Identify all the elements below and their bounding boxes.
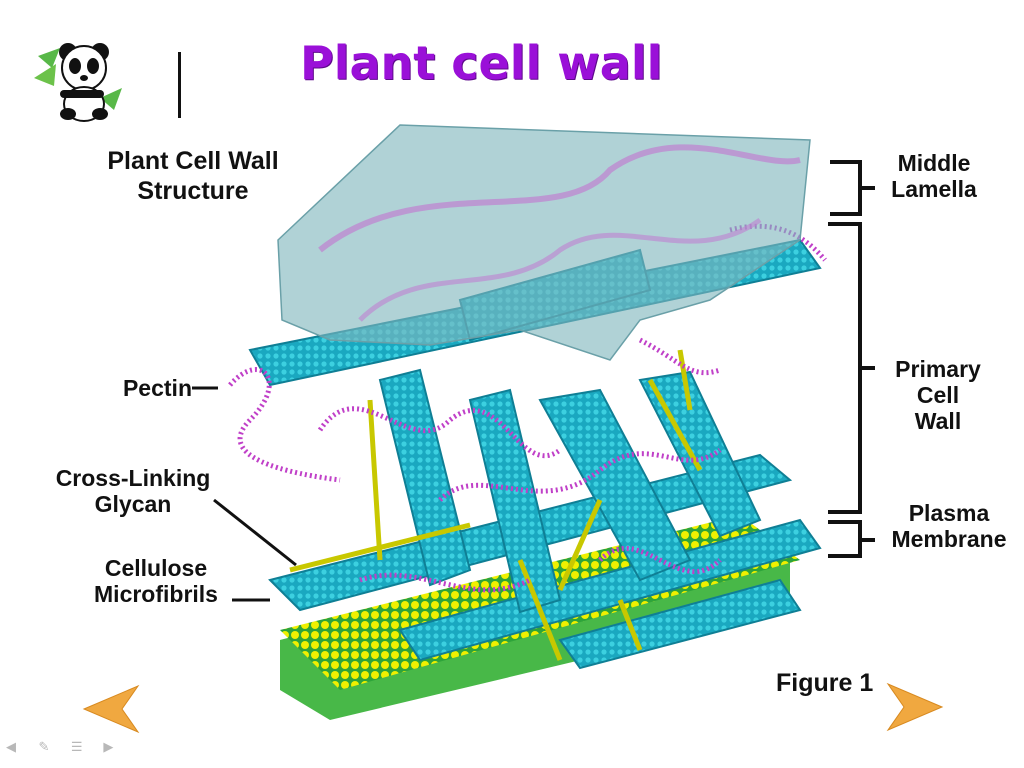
diagram-heading-line-2: Structure: [137, 177, 249, 205]
prev-slide-button[interactable]: [82, 682, 142, 736]
figure-caption: Figure 1: [776, 669, 874, 697]
label-cellulose-line-1: Cellulose: [104, 555, 208, 581]
arrow-right-icon: [886, 682, 944, 732]
toolbar-forward-icon[interactable]: ▶: [103, 739, 114, 754]
label-primary-cell-wall: Primary Cell Wall: [878, 356, 998, 434]
diagram-heading-line-1: Plant Cell Wall: [107, 147, 279, 175]
toolbar-menu-icon[interactable]: ☰: [70, 739, 83, 754]
label-pectin: Pectin: [122, 375, 192, 401]
label-lamella-line-1: Middle: [897, 150, 971, 176]
label-cross-linking-glycan: Cross-Linking Glycan: [38, 465, 228, 517]
middle-lamella-sheet: [277, 124, 811, 361]
slideshow-toolbar: ◀ ✎ ☰ ▶: [6, 738, 136, 756]
label-glycan-line-2: Glycan: [94, 491, 172, 517]
toolbar-pen-icon[interactable]: ✎: [38, 739, 50, 754]
label-plasma-membrane: Plasma Membrane: [874, 500, 1024, 552]
right-brackets: [828, 160, 875, 558]
pectin-strands: [228, 223, 827, 593]
label-plasma-line-2: Membrane: [891, 526, 1007, 552]
label-primary-line-1: Primary: [895, 356, 981, 382]
cell-wall-illustration: [192, 124, 875, 720]
label-primary-line-2: Cell: [916, 382, 960, 408]
cell-wall-diagram: Plant Cell Wall Structure Pectin Cross-L…: [0, 120, 1024, 720]
diagram-heading: Plant Cell Wall Structure: [78, 146, 308, 206]
next-slide-button[interactable]: [884, 680, 944, 734]
label-cellulose-microfibrils: Cellulose Microfibrils: [80, 555, 232, 607]
arrow-left-icon: [82, 684, 140, 734]
label-primary-line-3: Wall: [914, 408, 962, 434]
label-middle-lamella: Middle Lamella: [874, 150, 994, 202]
slide-title: Plant cell wall: [300, 36, 663, 90]
cross-linking-glycans: [289, 349, 703, 661]
panda-logo-icon: [30, 38, 130, 122]
left-leader-lines: [192, 386, 297, 602]
title-divider: [178, 52, 181, 118]
label-lamella-line-2: Lamella: [891, 176, 977, 202]
toolbar-back-icon[interactable]: ◀: [6, 739, 16, 754]
label-plasma-line-1: Plasma: [908, 500, 990, 526]
label-glycan-line-1: Cross-Linking: [55, 465, 211, 491]
label-cellulose-line-2: Microfibrils: [94, 581, 218, 607]
